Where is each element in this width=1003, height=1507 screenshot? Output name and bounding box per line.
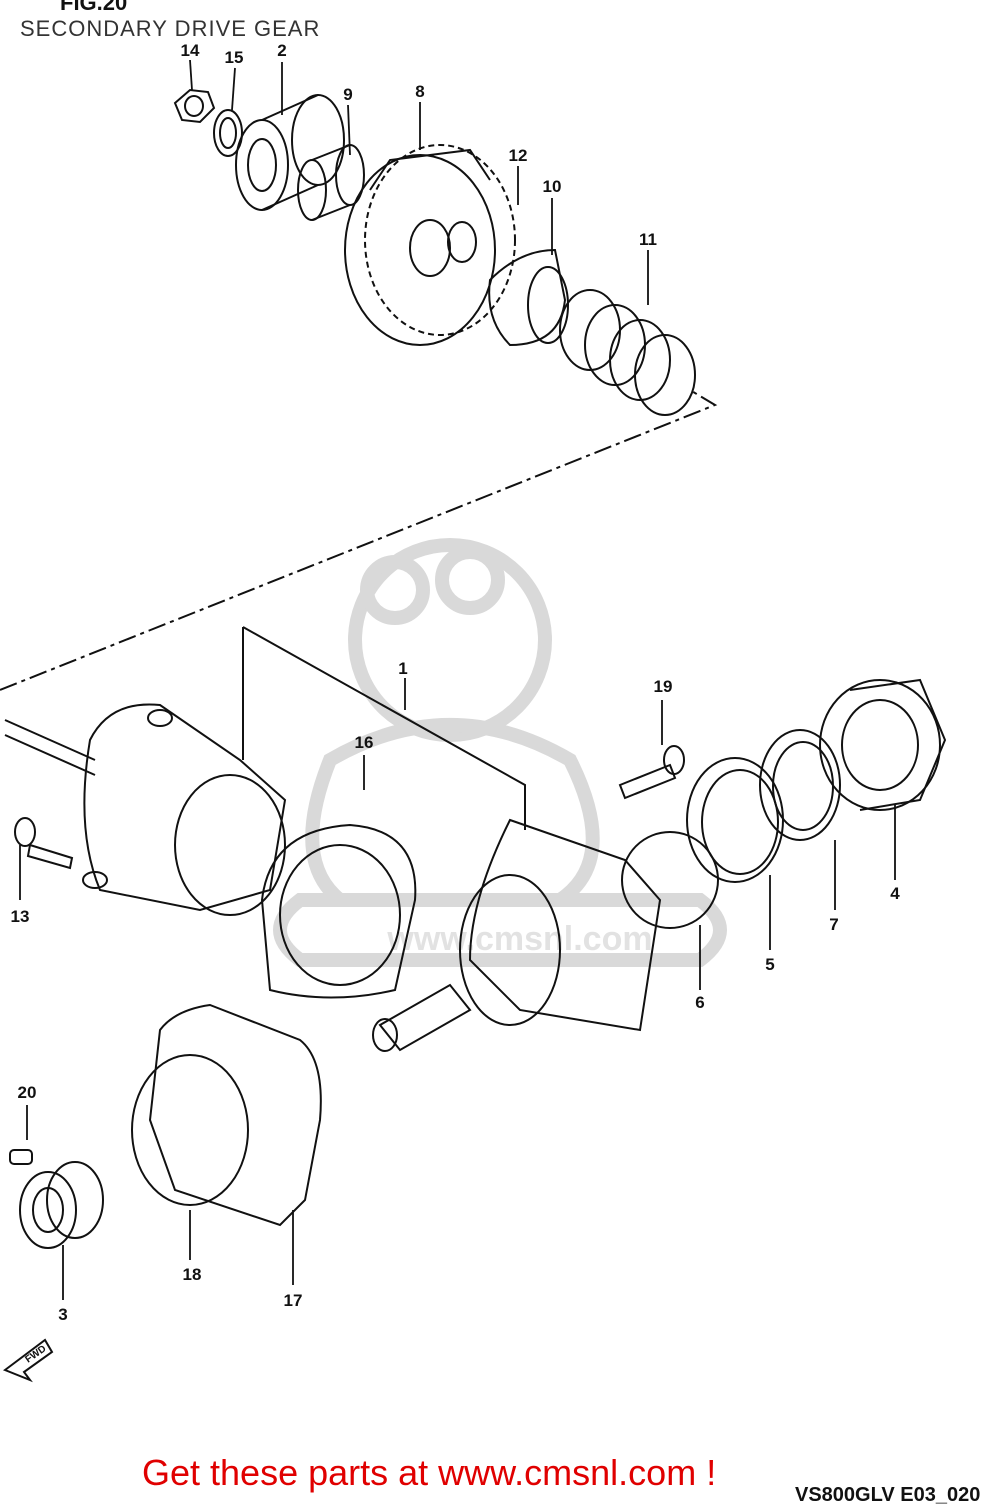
figure-title: SECONDARY DRIVE GEAR: [20, 16, 321, 41]
part-14-nut[interactable]: [173, 88, 216, 124]
part-7-washer[interactable]: [759, 729, 841, 841]
part-20-pin[interactable]: [9, 1149, 33, 1165]
assembly-guide-line: [0, 389, 718, 691]
callout-20: 20: [18, 1083, 37, 1102]
part-16-shim[interactable]: [260, 823, 417, 999]
callout-9: 9: [343, 85, 352, 104]
part-13-bolt[interactable]: [14, 817, 74, 870]
callout-10: 10: [543, 177, 562, 196]
part-12-circlip[interactable]: [447, 221, 477, 263]
callout-19: 19: [654, 677, 673, 696]
callout-15: 15: [225, 48, 244, 67]
callout-14: 14: [181, 41, 200, 60]
part-1-pinion-housing[interactable]: [372, 818, 662, 1052]
callout-6: 6: [695, 993, 704, 1012]
part-19-bolt[interactable]: [618, 745, 685, 800]
callout-7: 7: [829, 915, 838, 934]
part-6-o-ring[interactable]: [621, 831, 719, 929]
drawing-code: VS800GLV E03_020: [795, 1484, 981, 1506]
part-3-bearing[interactable]: [19, 1161, 104, 1249]
part-4-lock-nut[interactable]: [819, 678, 947, 811]
fwd-arrow-icon: [2, 1338, 54, 1383]
callout-13: 13: [11, 907, 30, 926]
part-1-housing[interactable]: [4, 703, 287, 916]
callout-3: 3: [58, 1305, 67, 1324]
callout-11: 11: [639, 230, 657, 249]
part-17-gasket[interactable]: [148, 1003, 322, 1227]
callout-8: 8: [415, 82, 424, 101]
figure-number: FIG.20: [60, 0, 128, 15]
callout-5: 5: [765, 955, 774, 974]
callout-1: 1: [398, 659, 407, 678]
part-2-bearing[interactable]: [235, 94, 345, 211]
leader-lines: [19, 59, 896, 1300]
part-8-gear[interactable]: [344, 144, 516, 346]
callout-4: 4: [890, 884, 900, 903]
callout-16: 16: [355, 733, 374, 752]
watermark-text: www.cmsnl.com: [386, 920, 652, 958]
watermark-logo: [273, 538, 727, 967]
part-9-spacer[interactable]: [297, 144, 365, 221]
part-18-o-ring[interactable]: [131, 1054, 249, 1206]
callout-2: 2: [277, 41, 286, 60]
part-10-cam[interactable]: [488, 248, 569, 347]
promo-link[interactable]: Get these parts at www.cmsnl.com !: [142, 1452, 717, 1493]
part-11-spring[interactable]: [559, 289, 696, 416]
callout-12: 12: [509, 146, 528, 165]
part-15-washer[interactable]: [213, 109, 243, 157]
assembly-guide-line-2: [242, 626, 526, 830]
callout-18: 18: [183, 1265, 202, 1284]
callout-17: 17: [284, 1291, 303, 1310]
